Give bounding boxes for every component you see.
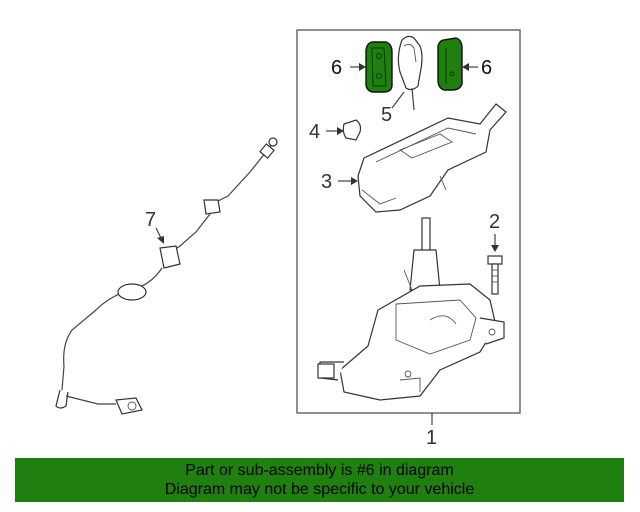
callout-5: 5	[381, 104, 392, 126]
callout-6-right-arrowhead	[462, 63, 469, 71]
callout-7: 7	[145, 209, 156, 231]
part-2-bolt	[487, 255, 503, 295]
callout-6-right: 6	[481, 57, 492, 79]
callout-6-left-arrowhead	[359, 63, 366, 71]
callout-3-arrowhead	[351, 177, 358, 185]
assembly-frame	[296, 29, 521, 414]
banner-line-1: Part or sub-assembly is #6 in diagram	[185, 462, 454, 479]
callout-4: 4	[309, 121, 320, 143]
part-7-shift-cable	[55, 137, 278, 415]
banner-line-2: Diagram may not be specific to your vehi…	[164, 481, 475, 498]
callout-5-leader	[391, 91, 405, 109]
callout-1: 1	[426, 427, 437, 449]
callout-3: 3	[321, 171, 332, 193]
callout-7-arrowhead	[157, 236, 164, 244]
part-6-right-cover[interactable]	[437, 37, 463, 91]
part-4-clip	[342, 119, 362, 141]
info-banner: Part or sub-assembly is #6 in diagram Di…	[15, 458, 624, 502]
part-3-shifter-bezel	[357, 103, 507, 213]
parts-diagram: 1 6 5 6 4 3	[55, 29, 521, 449]
part-6-left-cover[interactable]	[365, 41, 393, 93]
callout-6-left: 6	[331, 57, 342, 79]
callout-2: 2	[489, 211, 500, 233]
part-1-shifter-base	[317, 217, 505, 401]
part-5-shift-knob	[397, 35, 423, 111]
callout-4-arrowhead	[337, 127, 344, 135]
callout-2-arrowhead	[491, 245, 499, 252]
